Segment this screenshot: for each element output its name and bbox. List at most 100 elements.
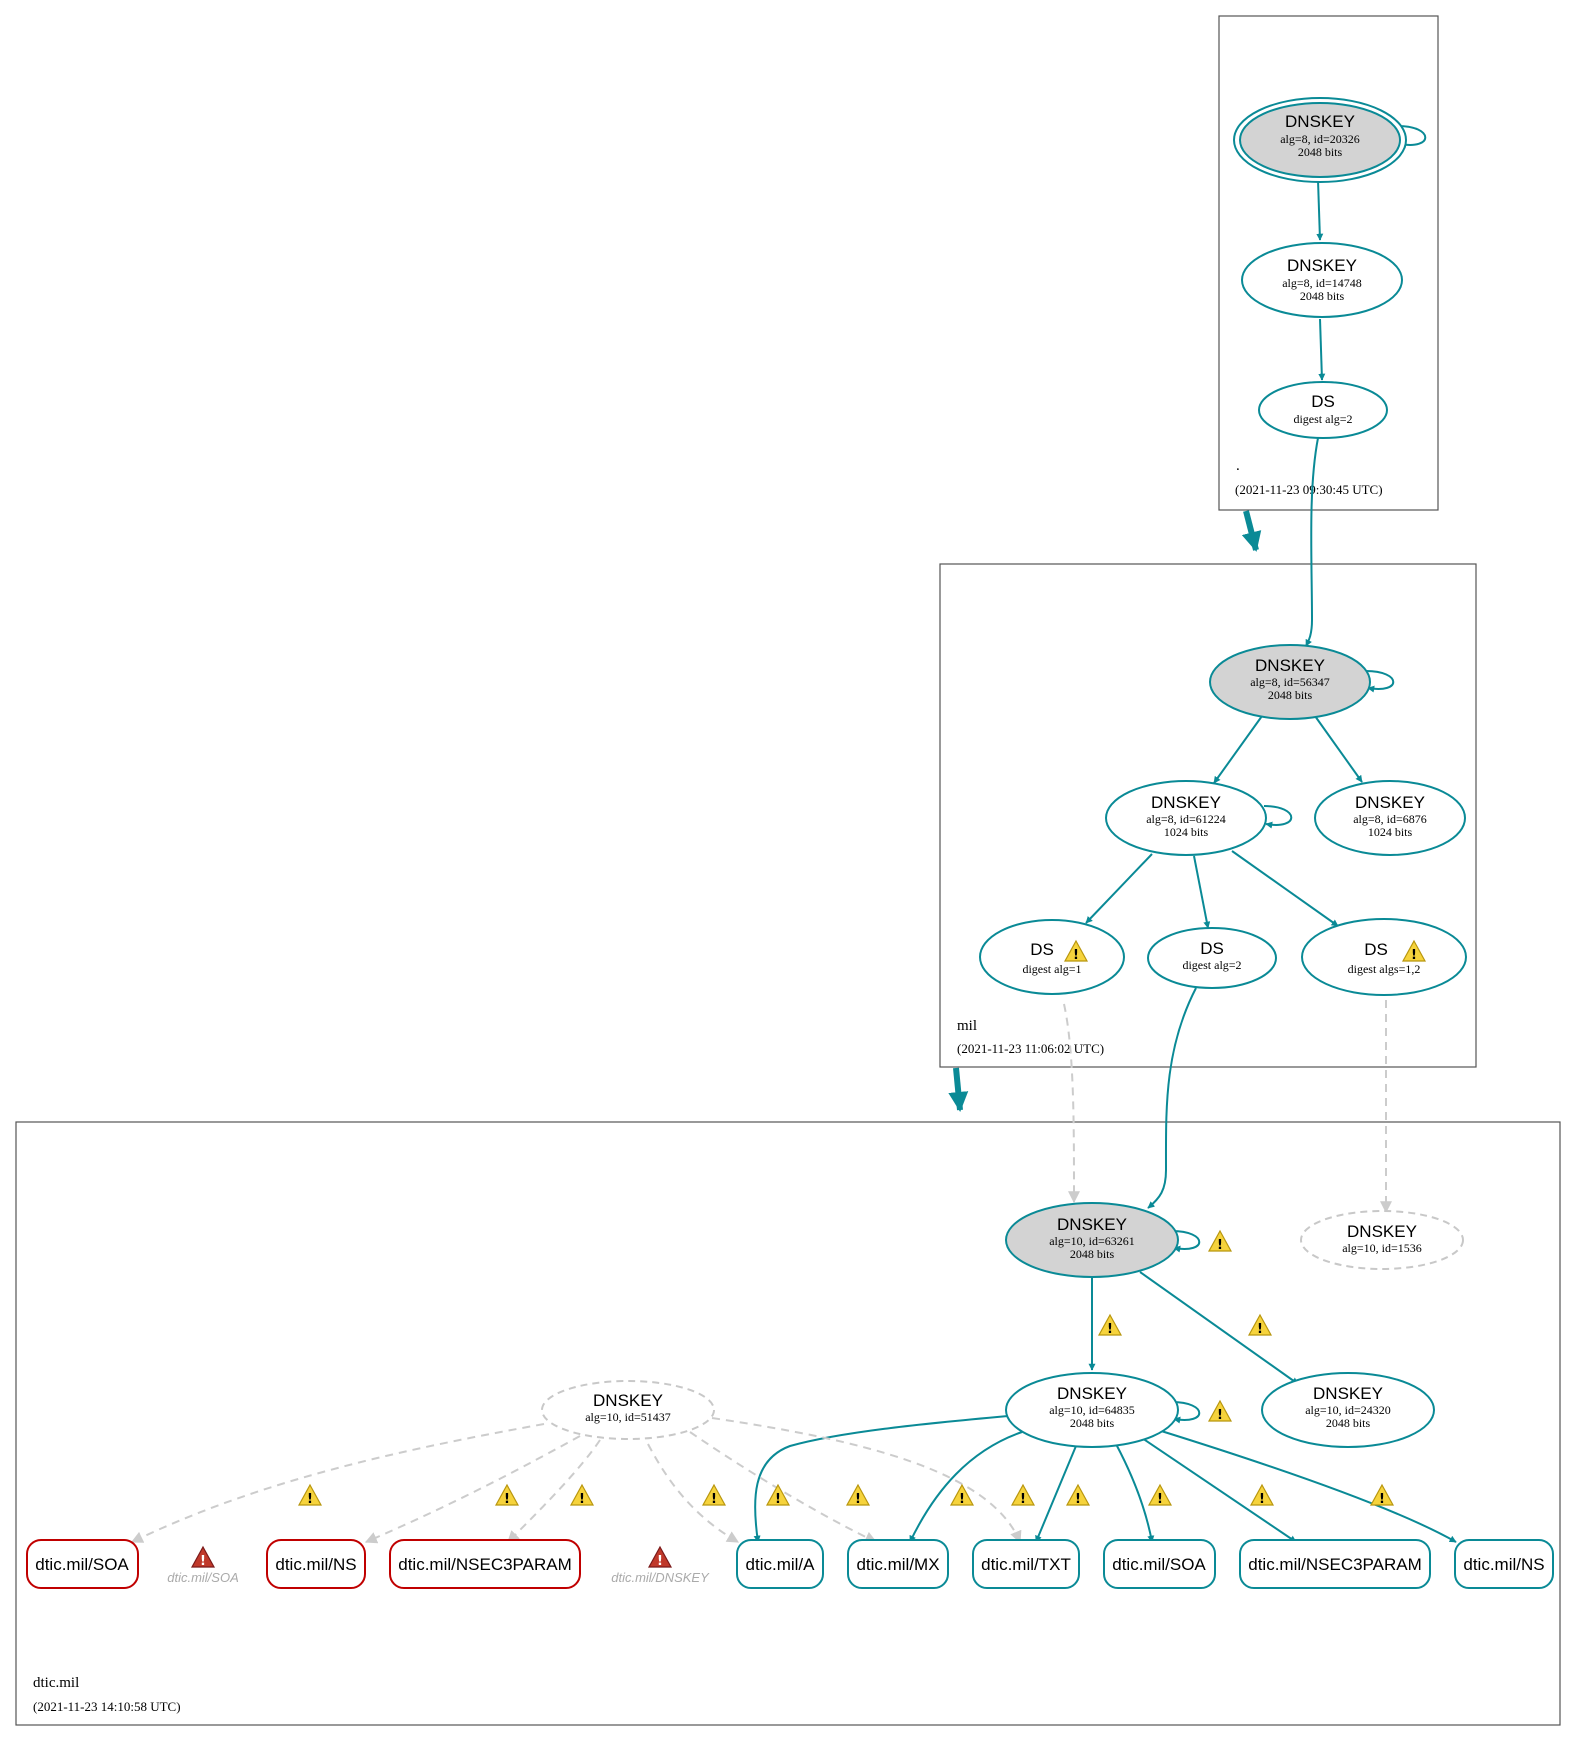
node-dtic-zsk[interactable]: DNSKEY alg=10, id=64835 2048 bits: [1005, 1372, 1179, 1448]
rrset-ok-a[interactable]: dtic.mil/A: [736, 1539, 824, 1589]
node-dtic-missing-1536-title: DNSKEY: [1347, 1222, 1417, 1241]
node-root-ksk-title: DNSKEY: [1285, 112, 1355, 131]
edge-mil-ds2-dtic-ksk: [1147, 987, 1197, 1209]
node-mil-zsk2-title: DNSKEY: [1355, 793, 1425, 812]
svg-text:!: !: [657, 1554, 663, 1569]
warning-triangle-icon: !: [1063, 939, 1089, 963]
node-mil-ds3[interactable]: DS digest algs=1,2: [1301, 918, 1467, 996]
zone-root-time: (2021-11-23 09:30:45 UTC): [1235, 482, 1383, 497]
node-dtic-ksk-title: DNSKEY: [1057, 1215, 1127, 1234]
svg-text:!: !: [579, 1492, 585, 1507]
node-root-ds[interactable]: DS digest alg=2: [1258, 381, 1388, 439]
node-mil-zsk1-line2: 1024 bits: [1164, 825, 1209, 839]
warning-triangle-icon: !: [1010, 1483, 1036, 1507]
warning-triangle-icon: !: [845, 1483, 871, 1507]
rrset-err-ns[interactable]: dtic.mil/NS: [266, 1539, 366, 1589]
edge-root-ds-mil-ksk: [1305, 437, 1319, 647]
rrset-ok-mx-label: dtic.mil/MX: [856, 1555, 939, 1574]
rrset-ok-nsec3param[interactable]: dtic.mil/NSEC3PARAM: [1239, 1539, 1431, 1589]
edge-mil-ds1-dtic-ksk: [1063, 1003, 1080, 1204]
node-root-ksk-line2: 2048 bits: [1298, 145, 1343, 159]
rrset-err-ns-label: dtic.mil/NS: [275, 1555, 356, 1574]
rrset-ok-ns-label: dtic.mil/NS: [1463, 1555, 1544, 1574]
edge-missing-err-nsec3param: [507, 1439, 601, 1543]
node-mil-ds1[interactable]: DS digest alg=1: [979, 919, 1125, 995]
svg-text:!: !: [1075, 1492, 1081, 1507]
warning-triangle-icon: !: [1247, 1313, 1273, 1337]
node-dtic-missing-1536-line1: alg=10, id=1536: [1342, 1241, 1422, 1255]
node-dtic-missing-51437[interactable]: DNSKEY alg=10, id=51437: [541, 1380, 715, 1440]
svg-text:!: !: [855, 1492, 861, 1507]
warning-triangle-icon: !: [1147, 1483, 1173, 1507]
rrset-err-soa[interactable]: dtic.mil/SOA: [26, 1539, 139, 1589]
svg-text:!: !: [1257, 1322, 1263, 1337]
svg-text:!: !: [959, 1492, 965, 1507]
gone-soa[interactable]: ! dtic.mil/SOA: [167, 1545, 239, 1585]
node-mil-ds2[interactable]: DS digest alg=2: [1147, 927, 1277, 989]
node-mil-ksk[interactable]: DNSKEY alg=8, id=56347 2048 bits: [1209, 644, 1371, 720]
node-dtic-missing-1536[interactable]: DNSKEY alg=10, id=1536: [1300, 1210, 1464, 1270]
node-mil-ds3-title: DS: [1364, 940, 1388, 959]
svg-text:!: !: [307, 1492, 313, 1507]
edge-mil-ksk-self: [1365, 670, 1395, 693]
svg-text:!: !: [1157, 1492, 1163, 1507]
edge-zsk-nsec3param: [1141, 1437, 1297, 1543]
node-dtic-zsk2-title: DNSKEY: [1313, 1384, 1383, 1403]
edge-zsk-ns: [1157, 1429, 1457, 1543]
warning-triangle-icon: !: [1401, 939, 1427, 963]
node-mil-ksk-title: DNSKEY: [1255, 656, 1325, 675]
warning-triangle-icon: !: [765, 1483, 791, 1507]
zone-dtic-name: dtic.mil: [33, 1675, 79, 1691]
node-dtic-zsk2[interactable]: DNSKEY alg=10, id=24320 2048 bits: [1261, 1372, 1435, 1448]
warning-triangle-icon: !: [949, 1483, 975, 1507]
zone-mil-name: mil: [957, 1018, 977, 1034]
gone-dnskey[interactable]: ! dtic.mil/DNSKEY: [611, 1545, 710, 1585]
node-root-ksk[interactable]: DNSKEY alg=8, id=20326 2048 bits: [1233, 97, 1407, 183]
rrset-ok-soa-label: dtic.mil/SOA: [1112, 1555, 1206, 1574]
svg-text:!: !: [711, 1492, 717, 1507]
warning-triangle-icon: !: [1065, 1483, 1091, 1507]
edge-mil-ksk-zsk2: [1314, 715, 1363, 783]
node-root-zsk[interactable]: DNSKEY alg=8, id=14748 2048 bits: [1241, 242, 1403, 318]
edge-mil-zsk1-ds2: [1193, 855, 1211, 929]
svg-text:!: !: [1411, 948, 1417, 963]
rrset-ok-txt-label: dtic.mil/TXT: [981, 1555, 1071, 1574]
warning-triangle-icon: !: [297, 1483, 323, 1507]
rrset-ok-nsec3param-label: dtic.mil/NSEC3PARAM: [1248, 1555, 1422, 1574]
zone-dtic: dtic.mil (2021-11-23 14:10:58 UTC): [15, 1121, 1561, 1726]
rrset-ok-soa[interactable]: dtic.mil/SOA: [1103, 1539, 1216, 1589]
node-root-zsk-line1: alg=8, id=14748: [1282, 276, 1362, 290]
gone-soa-label: dtic.mil/SOA: [167, 1570, 239, 1585]
node-root-zsk-line2: 2048 bits: [1300, 289, 1345, 303]
node-mil-zsk1[interactable]: DNSKEY alg=8, id=61224 1024 bits: [1105, 780, 1267, 856]
rrset-err-nsec3param[interactable]: dtic.mil/NSEC3PARAM: [389, 1539, 581, 1589]
svg-text:!: !: [200, 1554, 206, 1569]
edge-dtic-zsk-self: [1171, 1401, 1201, 1424]
zone-root: . (2021-11-23 09:30:45 UTC): [1218, 15, 1439, 511]
node-mil-ds2-title: DS: [1200, 939, 1224, 958]
edge-mil-zsk1-ds1: [1085, 853, 1153, 924]
zone-dtic-time: (2021-11-23 14:10:58 UTC): [33, 1699, 181, 1714]
delegation-mil-dtic: [948, 1067, 969, 1112]
edge-root-ksk-zsk: [1316, 179, 1324, 241]
svg-text:!: !: [1020, 1492, 1026, 1507]
delegation-root-mil: [1241, 510, 1262, 552]
edge-missing-txt: [711, 1417, 1022, 1544]
node-mil-zsk1-line1: alg=8, id=61224: [1146, 812, 1226, 826]
svg-text:!: !: [1073, 948, 1079, 963]
node-root-ksk-line1: alg=8, id=20326: [1280, 132, 1360, 146]
node-dtic-ksk[interactable]: DNSKEY alg=10, id=63261 2048 bits: [1005, 1202, 1179, 1278]
svg-text:!: !: [504, 1492, 510, 1507]
rrset-ok-mx[interactable]: dtic.mil/MX: [847, 1539, 949, 1589]
warning-triangle-icon: !: [1249, 1483, 1275, 1507]
svg-text:!: !: [1217, 1408, 1223, 1423]
node-mil-zsk2[interactable]: DNSKEY alg=8, id=6876 1024 bits: [1314, 780, 1466, 856]
node-mil-zsk2-line2: 1024 bits: [1368, 825, 1413, 839]
warning-triangle-icon: !: [494, 1483, 520, 1507]
zone-mil-time: (2021-11-23 11:06:02 UTC): [957, 1041, 1104, 1056]
rrset-ok-ns[interactable]: dtic.mil/NS: [1454, 1539, 1554, 1589]
edge-missing-err-ns: [364, 1435, 581, 1544]
svg-text:!: !: [775, 1492, 781, 1507]
rrset-err-nsec3param-label: dtic.mil/NSEC3PARAM: [398, 1555, 572, 1574]
rrset-ok-txt[interactable]: dtic.mil/TXT: [972, 1539, 1080, 1589]
